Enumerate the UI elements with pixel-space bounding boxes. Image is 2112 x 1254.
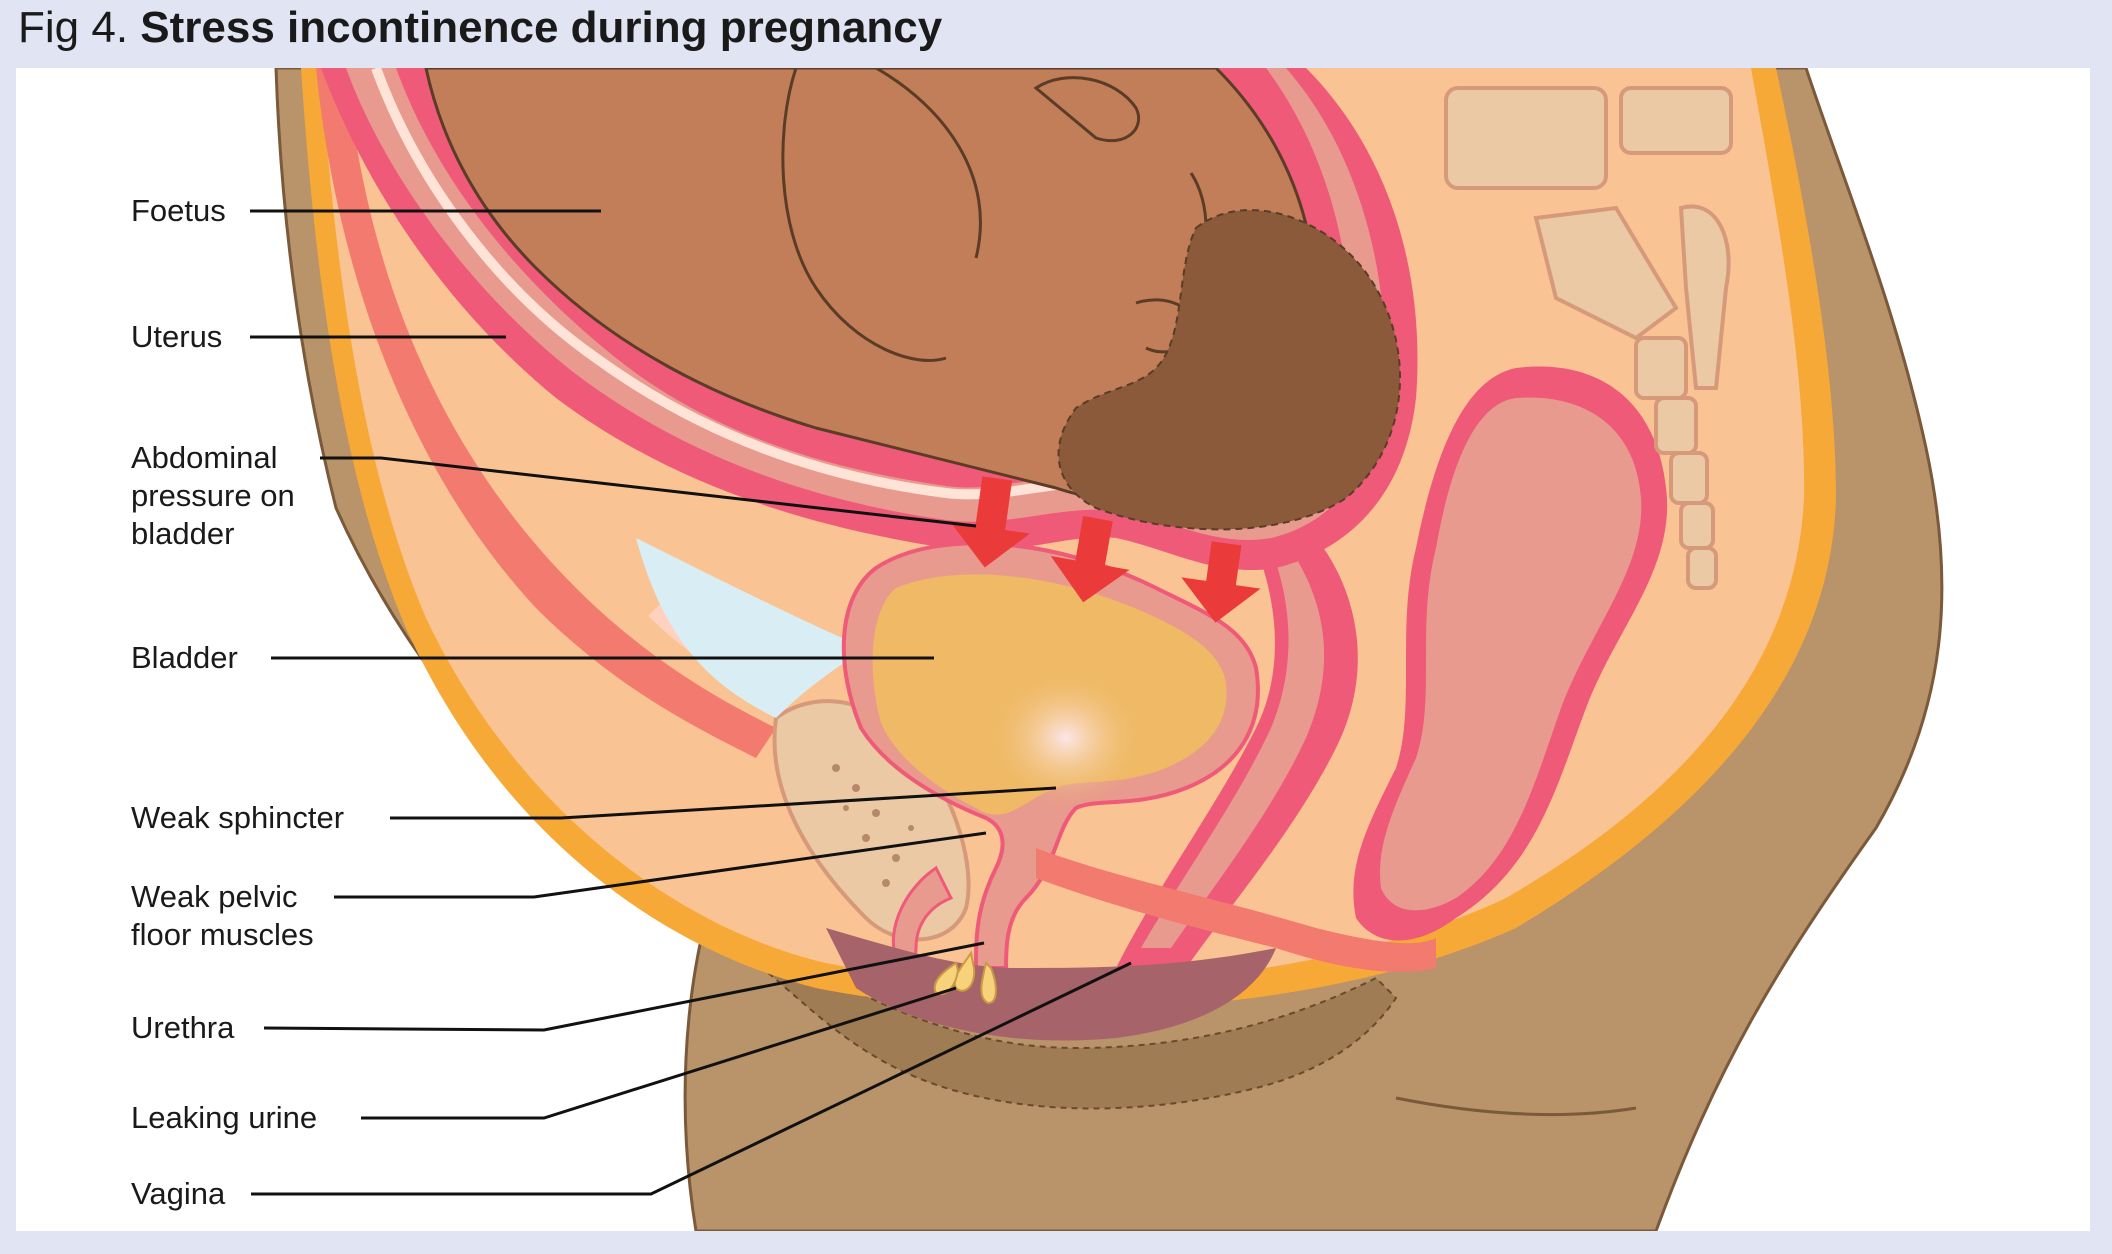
pubic-bone-texture bbox=[832, 764, 914, 887]
spine bbox=[1444, 86, 1733, 590]
sphincter-leader bbox=[390, 786, 1057, 820]
skin-crease bbox=[1395, 1096, 1637, 1117]
figure-heading: Stress incontinence during pregnancy bbox=[140, 3, 943, 52]
label-pelvic-line-1: Weak pelvic bbox=[131, 879, 298, 914]
label-bladder: Bladder bbox=[131, 640, 238, 675]
anatomy-illustration bbox=[250, 68, 1944, 1231]
leaking-urine-drops bbox=[933, 950, 997, 1005]
label-weak-sphincter: Weak sphincter bbox=[131, 800, 345, 835]
vagina-leader bbox=[251, 961, 1132, 1196]
vagina-inner bbox=[1141, 558, 1325, 948]
leader-lines bbox=[250, 209, 1132, 1196]
diagram-panel: Foetus Uterus Abdominal pressure on blad… bbox=[16, 68, 2090, 1231]
abdominal-leader bbox=[320, 456, 977, 528]
pelvic-floor-muscle bbox=[1036, 848, 1436, 972]
label-abdominal-line-1: Abdominal bbox=[131, 440, 278, 475]
label-abdominal-line-2: pressure on bbox=[131, 478, 295, 513]
abdominal-muscle bbox=[316, 68, 776, 758]
figure-number: Fig 4. bbox=[18, 3, 129, 52]
perineum bbox=[826, 928, 1276, 1041]
label-abdominal-line-3: bladder bbox=[131, 516, 235, 551]
label-foetus: Foetus bbox=[131, 193, 226, 228]
label-leaking-urine: Leaking urine bbox=[131, 1100, 318, 1135]
label-uterus: Uterus bbox=[131, 319, 223, 354]
foetus-limb-line-2 bbox=[875, 68, 982, 259]
foetus-limb-line bbox=[781, 68, 947, 362]
figure-title: Fig 4. Stress incontinence during pregna… bbox=[18, 0, 942, 62]
retropubic-space bbox=[636, 538, 866, 718]
label-urethra: Urethra bbox=[131, 1010, 235, 1045]
rectum-inner bbox=[1380, 397, 1642, 911]
pressure-arrows bbox=[950, 476, 1261, 623]
foetus-hair bbox=[1057, 209, 1401, 531]
leaking-leader bbox=[361, 986, 957, 1120]
label-vagina: Vagina bbox=[131, 1176, 226, 1211]
label-pelvic-line-2: floor muscles bbox=[131, 917, 314, 952]
foetus-hand bbox=[1033, 76, 1141, 143]
bladder-glow bbox=[986, 668, 1146, 808]
urethra-leader bbox=[263, 941, 985, 1032]
pubic-hair bbox=[704, 906, 1398, 1110]
pelvic-leader bbox=[334, 831, 987, 899]
